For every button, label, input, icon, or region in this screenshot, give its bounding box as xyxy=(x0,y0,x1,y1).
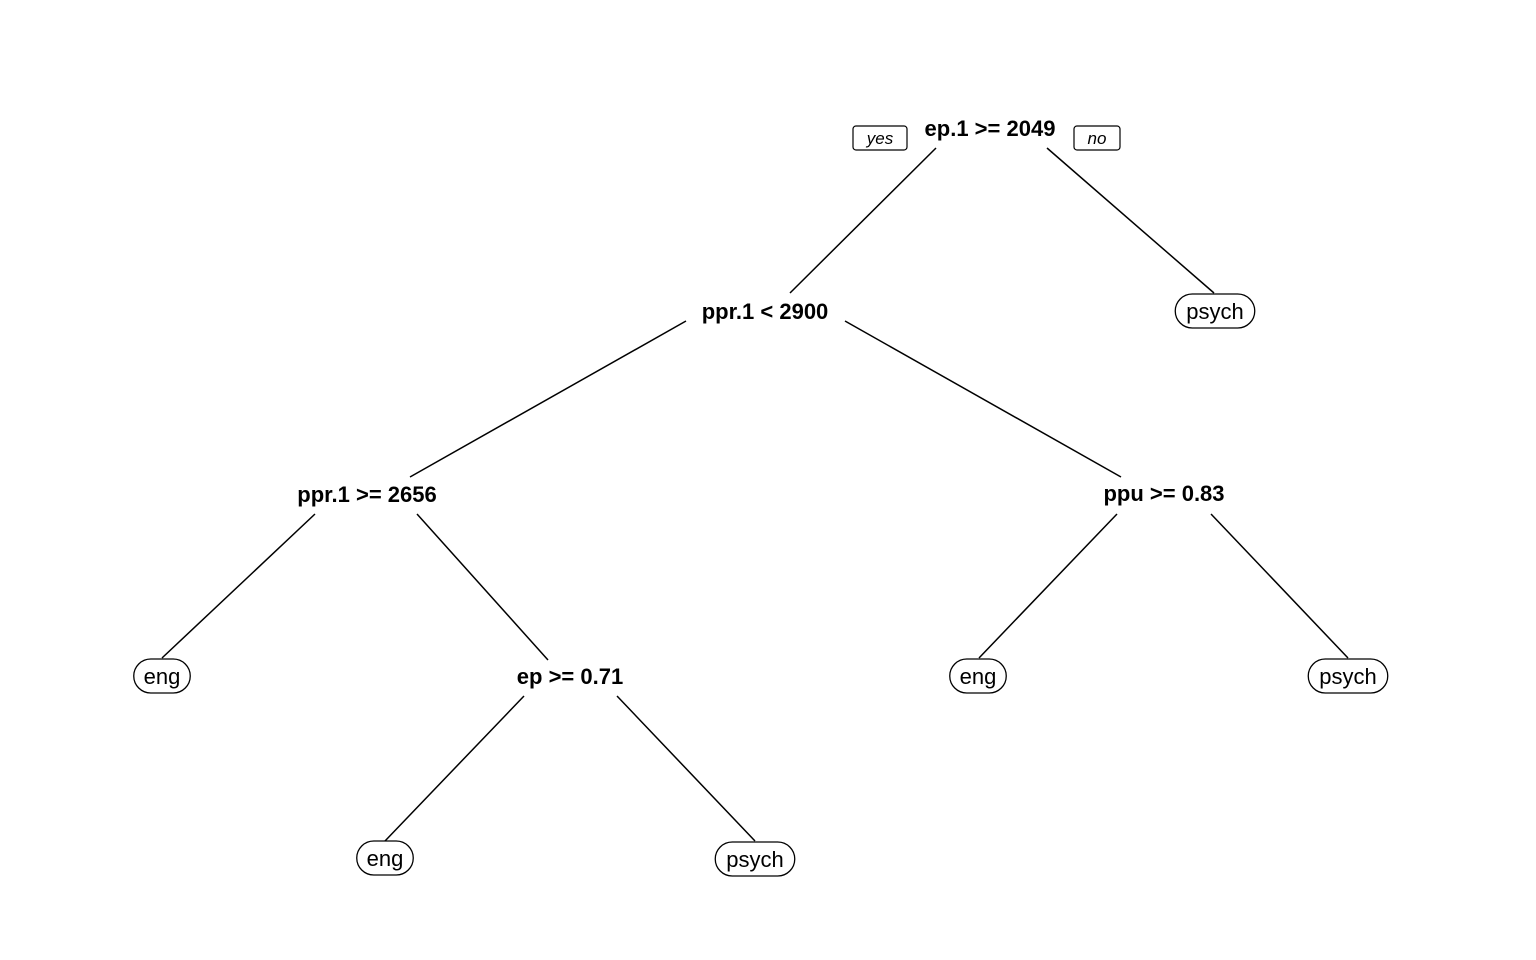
edge-n1-n3 xyxy=(1046,147,1215,294)
branch-tags: yes no xyxy=(852,125,1121,151)
split-condition-label: ep.1 >= 2049 xyxy=(925,116,1056,141)
edge-n1-n2 xyxy=(789,147,937,294)
leaf-box xyxy=(949,658,1007,694)
split-condition-label: ppr.1 < 2900 xyxy=(702,299,829,324)
edge-n7-n11 xyxy=(616,695,756,842)
split-condition-label: ep >= 0.71 xyxy=(517,664,623,689)
edge-n2-n5 xyxy=(844,320,1122,478)
yes-branch-tag: yes xyxy=(852,125,908,151)
leaf-box xyxy=(714,841,796,877)
leaf-node-n9: psych xyxy=(1307,658,1389,694)
split-node-n2: ppr.1 < 2900 xyxy=(702,299,829,324)
edge-n7-n10 xyxy=(384,695,525,842)
yes-branch-label: yes xyxy=(866,129,894,148)
leaf-node-n3: psych xyxy=(1174,293,1256,329)
split-node-n5: ppu >= 0.83 xyxy=(1103,481,1224,506)
leaf-box xyxy=(1174,293,1256,329)
tree-edges xyxy=(161,147,1349,842)
leaf-label: psych xyxy=(726,847,783,872)
split-condition-label: ppu >= 0.83 xyxy=(1103,481,1224,506)
leaf-node-n6: eng xyxy=(133,658,191,694)
leaf-node-n8: eng xyxy=(949,658,1007,694)
leaf-label: eng xyxy=(367,846,404,871)
tree-nodes: ep.1 >= 2049 ppr.1 < 2900 psych ppr.1 >= 26… xyxy=(133,116,1389,877)
leaf-box xyxy=(356,840,414,876)
leaf-label: eng xyxy=(144,664,181,689)
leaf-label: psych xyxy=(1319,664,1376,689)
leaf-box xyxy=(133,658,191,694)
leaf-node-n10: eng xyxy=(356,840,414,876)
no-branch-tag: no xyxy=(1073,125,1121,151)
edge-n4-n6 xyxy=(161,513,316,659)
leaf-label: psych xyxy=(1186,299,1243,324)
leaf-box xyxy=(1307,658,1389,694)
split-condition-label: ppr.1 >= 2656 xyxy=(297,482,436,507)
leaf-node-n11: psych xyxy=(714,841,796,877)
leaf-label: eng xyxy=(960,664,997,689)
no-branch-label: no xyxy=(1088,129,1107,148)
edge-n5-n9 xyxy=(1210,513,1349,659)
edge-n5-n8 xyxy=(978,513,1118,659)
split-node-n7: ep >= 0.71 xyxy=(517,664,623,689)
edge-n4-n7 xyxy=(416,513,549,661)
split-node-n1: ep.1 >= 2049 xyxy=(925,116,1056,141)
split-node-n4: ppr.1 >= 2656 xyxy=(297,482,436,507)
edge-n2-n4 xyxy=(409,320,687,478)
